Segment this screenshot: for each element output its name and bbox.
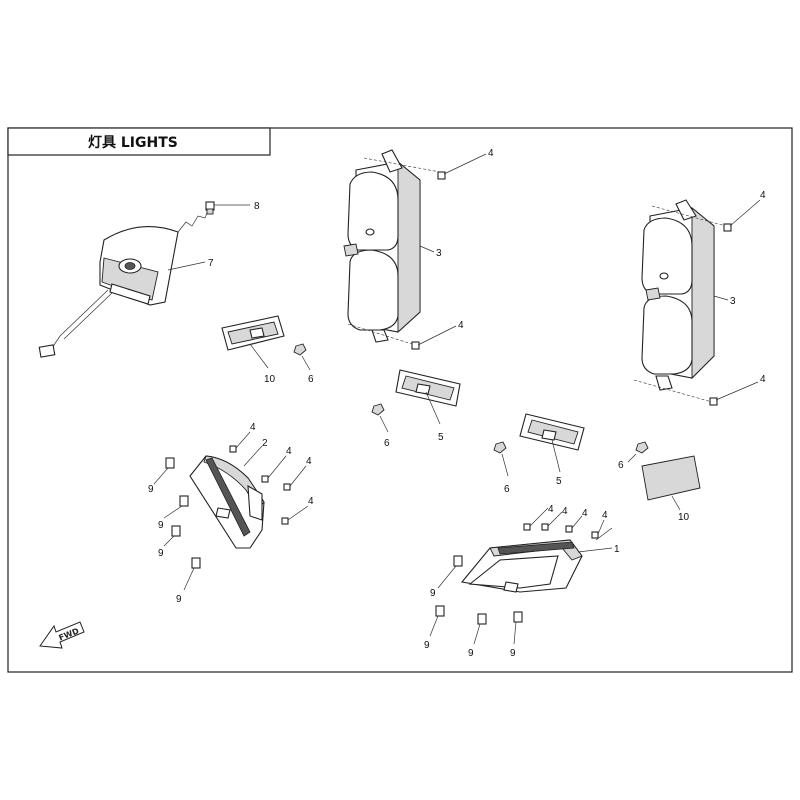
license-plate-light [38, 201, 215, 358]
callout-10-right: 10 [678, 512, 690, 523]
reflector-center [395, 369, 461, 407]
callout-9-left-a: 9 [148, 484, 154, 495]
callout-9-right-b: 9 [424, 640, 430, 651]
callout-4-left-a: 4 [250, 422, 256, 433]
screws-right-headlight [523, 523, 599, 539]
fwd-label: FWD [57, 626, 80, 642]
reflector-left [221, 315, 285, 351]
callout-6-left: 6 [308, 374, 314, 385]
callout-4-left-b: 4 [286, 446, 292, 457]
callout-2: 2 [262, 438, 268, 449]
callout-4-right-d: 4 [602, 510, 608, 521]
callout-3-right: 3 [730, 296, 736, 307]
callout-4-right-c: 4 [582, 508, 588, 519]
nut-6-left [293, 343, 307, 356]
callout-4-center-bottom: 4 [458, 320, 464, 331]
callout-9-right-c: 9 [468, 648, 474, 659]
callout-6-center-right: 6 [504, 484, 510, 495]
callout-10-left: 10 [264, 374, 276, 385]
nut-6-right [635, 441, 649, 454]
callout-9-right-a: 9 [430, 588, 436, 599]
callout-7: 7 [208, 258, 214, 269]
callout-4-right-a: 4 [548, 504, 554, 515]
callout-9-left-c: 9 [158, 548, 164, 559]
diagram-title: 灯具 LIGHTS [88, 134, 178, 151]
callout-4-right-top: 4 [760, 190, 766, 201]
callout-6-right: 6 [618, 460, 624, 471]
title-box: 灯具 LIGHTS [7, 127, 271, 156]
tail-light-right [641, 199, 715, 391]
headlight-right [460, 539, 583, 593]
callout-5-center: 5 [438, 432, 444, 443]
callout-9-left-b: 9 [158, 520, 164, 531]
screw-4-center-top [437, 171, 446, 180]
diagram-border [7, 127, 793, 673]
headlight-left [189, 455, 265, 549]
callout-8: 8 [254, 201, 260, 212]
screw-4-right-top [723, 223, 732, 232]
tail-light-center [343, 149, 421, 343]
screws-left-headlight [229, 445, 291, 525]
callout-9-right-d: 9 [510, 648, 516, 659]
callout-5-right: 5 [556, 476, 562, 487]
screw-4-center-bottom [411, 341, 420, 350]
forward-arrow-icon: FWD [39, 621, 85, 649]
reflector-right [641, 455, 701, 501]
callout-4-center-top: 4 [488, 148, 494, 159]
clips-right-headlight [435, 555, 523, 625]
callout-4-left-d: 4 [308, 496, 314, 507]
callout-9-left-d: 9 [176, 594, 182, 605]
nut-6-center [371, 403, 385, 416]
screw-4-right-bottom [709, 397, 718, 406]
callout-4-right-b: 4 [562, 506, 568, 517]
clips-left-headlight [165, 457, 201, 569]
reflector-center-right [519, 413, 585, 451]
callout-6-center: 6 [384, 438, 390, 449]
callout-1: 1 [614, 544, 620, 555]
callout-3-center: 3 [436, 248, 442, 259]
nut-6-center-right [493, 441, 507, 454]
callout-4-left-c: 4 [306, 456, 312, 467]
callout-4-right-bottom: 4 [760, 374, 766, 385]
screw-8 [205, 201, 215, 215]
